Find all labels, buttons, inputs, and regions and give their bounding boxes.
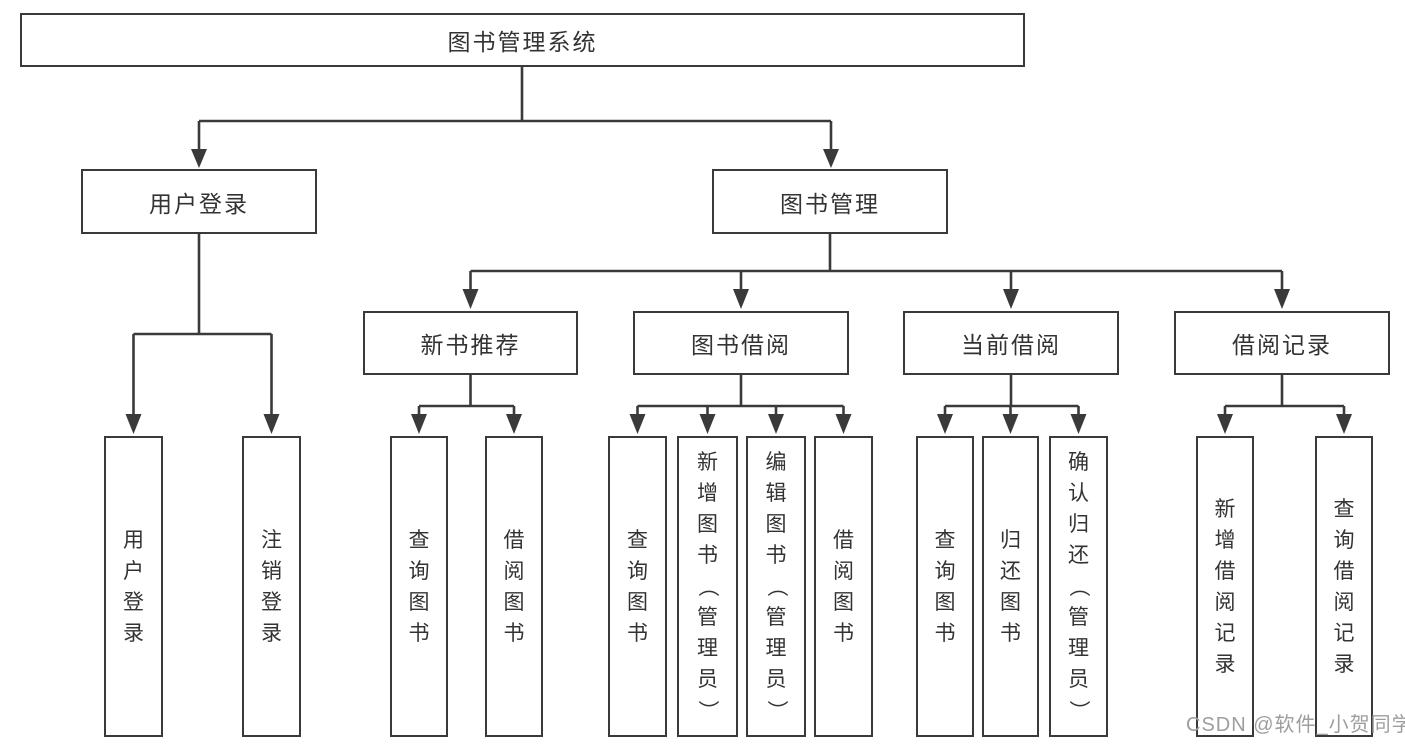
node-label: 新书推荐: [420, 332, 521, 358]
leaf-user-login: 用户登录: [104, 436, 163, 737]
leaf-add-book-admin: 新增图书（管理员）: [677, 436, 738, 737]
leaf-borrow-books-2: 借阅图书: [814, 436, 873, 737]
leaf-label: 查询图书: [627, 528, 648, 645]
node-book-borrowing: 图书借阅: [633, 311, 849, 375]
connector-book-mgmt-to-level3: [462, 234, 1290, 309]
connector-current-borrow-to-leaves: [937, 375, 1087, 434]
connector-user-login-to-leaves: [125, 234, 280, 434]
node-label: 图书管理: [780, 190, 880, 217]
node-book-management: 图书管理: [712, 169, 948, 234]
leaf-label: 新增借阅记录: [1214, 497, 1236, 676]
connector-root-to-level2: [191, 67, 839, 168]
node-label: 图书借阅: [691, 332, 791, 358]
node-user-login: 用户登录: [81, 169, 317, 234]
node-label: 借阅记录: [1232, 332, 1332, 358]
leaf-label: 查询图书: [408, 528, 430, 645]
leaf-label: 查询借阅记录: [1333, 497, 1355, 676]
leaf-label: 借阅图书: [833, 528, 854, 645]
node-new-book-recommend: 新书推荐: [363, 311, 578, 375]
leaf-add-borrow-record: 新增借阅记录: [1196, 436, 1254, 737]
leaf-label: 注销登录: [261, 528, 282, 645]
connector-borrow-records-to-leaves: [1217, 375, 1352, 434]
node-label: 当前借阅: [961, 332, 1061, 358]
connector-new-book-to-leaves: [411, 375, 522, 434]
leaf-query-borrow-record: 查询借阅记录: [1315, 436, 1373, 737]
leaf-label: 借阅图书: [503, 528, 525, 645]
leaf-label: 查询图书: [934, 528, 956, 645]
leaf-logout: 注销登录: [242, 436, 301, 737]
leaf-label: 用户登录: [123, 528, 144, 645]
leaf-label: 确认归还（管理员）: [1067, 451, 1090, 721]
leaf-query-books-3: 查询图书: [916, 436, 974, 737]
leaf-query-books-2: 查询图书: [608, 436, 667, 737]
node-label: 图书管理系统: [447, 29, 598, 55]
node-library-management-system: 图书管理系统: [20, 13, 1025, 67]
leaf-borrow-books-1: 借阅图书: [485, 436, 543, 737]
connector-book-borrow-to-leaves: [629, 375, 852, 434]
node-current-borrowing: 当前借阅: [903, 311, 1119, 375]
leaf-return-book: 归还图书: [982, 436, 1039, 737]
leaf-query-books-1: 查询图书: [390, 436, 448, 737]
node-label: 用户登录: [149, 190, 249, 217]
leaf-label: 归还图书: [1000, 528, 1021, 645]
leaf-confirm-return-admin: 确认归还（管理员）: [1049, 436, 1108, 737]
watermark: CSDN @软件_小贺同学: [1186, 714, 1405, 736]
node-borrow-records: 借阅记录: [1174, 311, 1390, 375]
leaf-label: 编辑图书（管理员）: [764, 451, 788, 721]
leaf-edit-book-admin: 编辑图书（管理员）: [746, 436, 806, 737]
leaf-label: 新增图书（管理员）: [696, 451, 719, 721]
